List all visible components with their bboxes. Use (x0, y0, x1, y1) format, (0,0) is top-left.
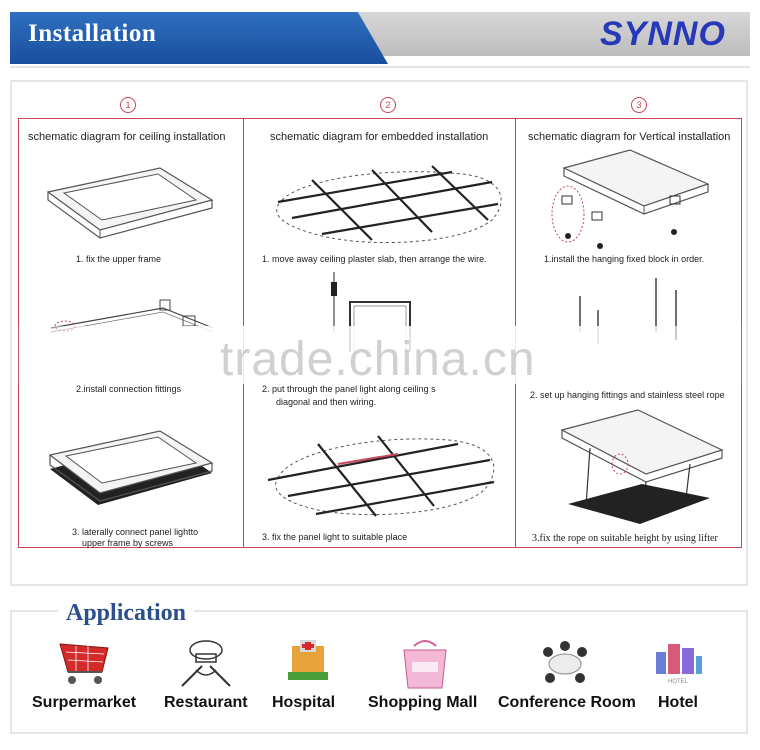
step-text: 3. fix the panel light to suitable place (262, 532, 408, 542)
conference-icon (543, 641, 587, 683)
step-text: 2.install connection fittings (76, 384, 182, 394)
application-label-supermarket: Surpermarket (32, 694, 137, 711)
ceiling-grid-diagram (276, 165, 502, 244)
application-label-hospital: Hospital (272, 694, 336, 711)
hotel-icon: HOTEL (656, 644, 702, 685)
step-text: upper frame by screws (82, 538, 174, 548)
application-label-conference-room: Conference Room (498, 694, 636, 711)
step-text: diagonal and then wiring. (276, 397, 377, 407)
header-divider (10, 66, 750, 68)
watermark-band (0, 326, 760, 384)
application-label-restaurant: Restaurant (164, 694, 248, 711)
page-title: Installation (28, 20, 157, 47)
chef-icon (181, 640, 231, 687)
header-title-banner (10, 12, 388, 64)
step-text: 1. move away ceiling plaster slab, then … (262, 254, 487, 264)
application-title: Application (58, 600, 195, 627)
lifter-diagram (560, 409, 724, 524)
application-label-shopping-mall: Shopping Mall (368, 694, 478, 711)
step-text: 1. fix the upper frame (76, 254, 162, 264)
brand-logo: SYNNO (600, 15, 726, 53)
panel-caption: schematic diagram for ceiling installati… (28, 131, 226, 143)
panel-to-frame-diagram (48, 430, 214, 505)
step-text: 2. set up hanging fittings and stainless… (530, 390, 725, 400)
shopping-bag-icon (403, 640, 447, 689)
shopping-cart-icon (59, 643, 109, 684)
watermark-text: trade.china.cn (220, 333, 536, 386)
step-text: 3.fix the rope on suitable height by usi… (532, 533, 718, 544)
application-label-hotel: Hotel (658, 694, 698, 711)
panel-number-1: 1 (120, 97, 136, 113)
panel-fixing-diagram (267, 435, 495, 517)
upper-frame-diagram (46, 167, 214, 239)
panel-caption: schematic diagram for embedded installat… (270, 131, 489, 143)
step-text: 3. laterally connect panel lightto (72, 527, 199, 537)
step-text: 1.install the hanging fixed block in ord… (544, 254, 705, 264)
hanging-block-diagram (551, 149, 710, 249)
hotel-logo-text: HOTEL (668, 679, 689, 685)
panel-number-3: 3 (631, 97, 647, 113)
hospital-icon (288, 640, 328, 680)
step-text: 2. put through the panel light along cei… (262, 384, 436, 394)
panel-caption: schematic diagram for Vertical installat… (528, 131, 731, 143)
application-frame (10, 610, 748, 734)
panel-number-2: 2 (380, 97, 396, 113)
